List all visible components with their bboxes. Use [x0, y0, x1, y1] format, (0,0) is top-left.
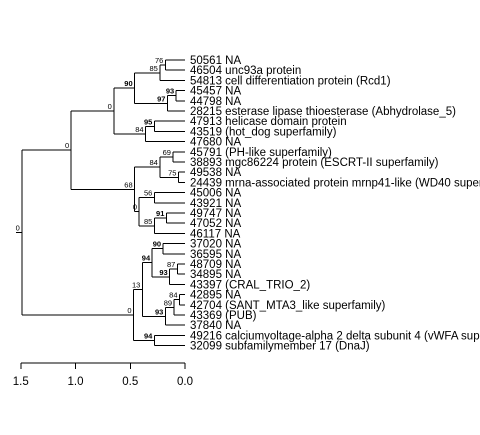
- leaf-label: 50561 NA: [190, 55, 241, 67]
- axis-tick-label: 0.0: [177, 376, 193, 388]
- leaf-label: 43397 (CRAL_TRIO_2): [190, 279, 310, 291]
- leaf-label: 34895 NA: [190, 269, 241, 281]
- support-value: 0: [16, 224, 20, 233]
- support-value: 89: [164, 298, 172, 307]
- leaf-label: 38893 mgc86224 protein (ESCRT-II superfa…: [190, 157, 439, 169]
- distance-axis: 1.5 1.0 0.5 0.0: [13, 362, 193, 388]
- support-value: 93: [159, 268, 167, 277]
- leaf-label: 45457 NA: [190, 86, 241, 98]
- axis-tick-label: 0.5: [122, 376, 138, 388]
- support-value: 90: [153, 240, 161, 249]
- support-value: 90: [124, 79, 132, 88]
- leaf-label: 46117 NA: [190, 228, 241, 240]
- leaf-label: 47913 helicase domain protein: [190, 116, 347, 128]
- leaf-label: 54813 cell differentiation protein (Rcd1…: [190, 75, 391, 87]
- support-value: 93: [166, 87, 174, 96]
- leaf-label: 48709 NA: [190, 259, 241, 271]
- support-value: 0: [127, 306, 131, 315]
- leaf-label: 24439 mrna-associated protein mrnp41-lik…: [190, 177, 480, 189]
- support-value: 13: [132, 281, 140, 290]
- leaf-label: 42895 NA: [190, 290, 241, 302]
- leaf-label: 37020 NA: [190, 239, 241, 251]
- leaf-label: 32099 subfamilymember 17 (DnaJ): [190, 341, 370, 353]
- support-value: 95: [144, 117, 152, 126]
- leaf-label: 28215 esterase lipase thioesterase (Abhy…: [190, 106, 456, 118]
- leaf-label: 37840 NA: [190, 320, 241, 332]
- support-value: 85: [144, 217, 152, 226]
- leaf-label: 45791 (PH-like superfamily): [190, 147, 332, 159]
- support-value: 0: [65, 141, 69, 150]
- tree-branches: [15, 59, 185, 347]
- leaf-label: 47680 NA: [190, 137, 241, 149]
- support-value: 76: [155, 56, 163, 65]
- leaf-label: 49216 calciumvoltage-alpha 2 delta subun…: [190, 330, 480, 342]
- support-value: 91: [156, 209, 164, 218]
- support-value: 87: [167, 260, 175, 269]
- leaf-label: 47052 NA: [190, 218, 241, 230]
- leaf-label: 46504 unc93a protein: [190, 65, 301, 77]
- support-value: 0: [108, 102, 112, 111]
- support-values: 7685939790958406975845691850680908793948…: [16, 56, 178, 340]
- leaf-label: 43369 (PUB): [190, 310, 257, 322]
- support-value: 84: [135, 125, 143, 134]
- leaf-label: 43519 (hot_dog superfamily): [190, 126, 337, 138]
- leaf-label: 49538 NA: [190, 167, 241, 179]
- axis-tick-label: 1.0: [68, 376, 84, 388]
- support-value: 0: [133, 203, 137, 212]
- support-value: 85: [149, 64, 157, 73]
- leaf-label: 49747 NA: [190, 208, 241, 220]
- support-value: 75: [168, 168, 176, 177]
- leaf-label: 44798 NA: [190, 96, 241, 108]
- support-value: 84: [169, 291, 177, 300]
- axis-tick-label: 1.5: [13, 376, 29, 388]
- support-value: 97: [157, 94, 165, 103]
- support-value: 93: [155, 307, 163, 316]
- leaf-label: 45006 NA: [190, 188, 241, 200]
- leaf-label: 36595 NA: [190, 249, 241, 261]
- support-value: 94: [144, 332, 153, 341]
- support-value: 84: [149, 158, 157, 167]
- support-value: 94: [142, 254, 151, 263]
- leaf-label: 43921 NA: [190, 198, 241, 210]
- support-value: 69: [163, 148, 171, 157]
- support-value: 68: [124, 180, 132, 189]
- support-value: 56: [144, 189, 152, 198]
- leaf-label: 42704 (SANT_MTA3_like superfamily): [190, 300, 386, 312]
